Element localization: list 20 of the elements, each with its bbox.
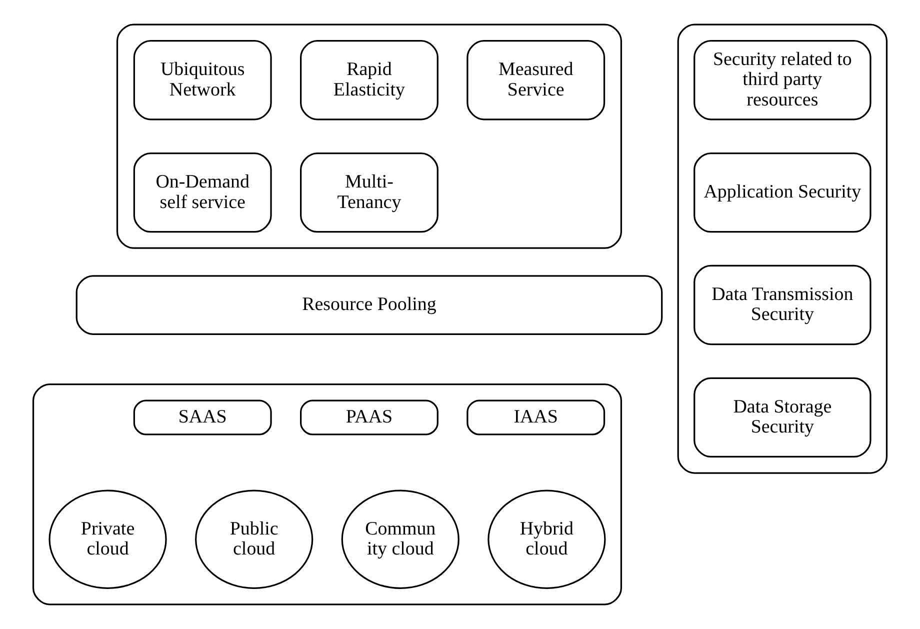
node-ellipse: Hybrid cloud <box>488 490 606 589</box>
node-box: Data Storage Security <box>694 377 872 458</box>
node-ellipse: Public cloud <box>195 490 314 589</box>
node-ellipse: Private cloud <box>48 490 167 589</box>
node-box: Application Security <box>694 152 872 233</box>
cluster <box>32 383 622 606</box>
node-box: Ubiquitous Network <box>133 40 272 120</box>
node-ellipse: Commun ity cloud <box>341 490 460 589</box>
node-box: Data Transmission Security <box>694 264 872 346</box>
node-box: Multi- Tenancy <box>300 152 438 233</box>
node-box: Rapid Elasticity <box>300 40 438 120</box>
node-box: On-Demand self service <box>133 152 272 233</box>
cluster <box>116 24 622 249</box>
node-box: SAAS <box>133 400 272 436</box>
node-box: IAAS <box>466 400 606 436</box>
node-box: PAAS <box>300 400 438 436</box>
node-box: Security related to third party resources <box>694 40 872 120</box>
node-box: Resource Pooling <box>76 275 663 335</box>
cluster <box>677 24 888 474</box>
node-box: Measured Service <box>466 40 606 120</box>
